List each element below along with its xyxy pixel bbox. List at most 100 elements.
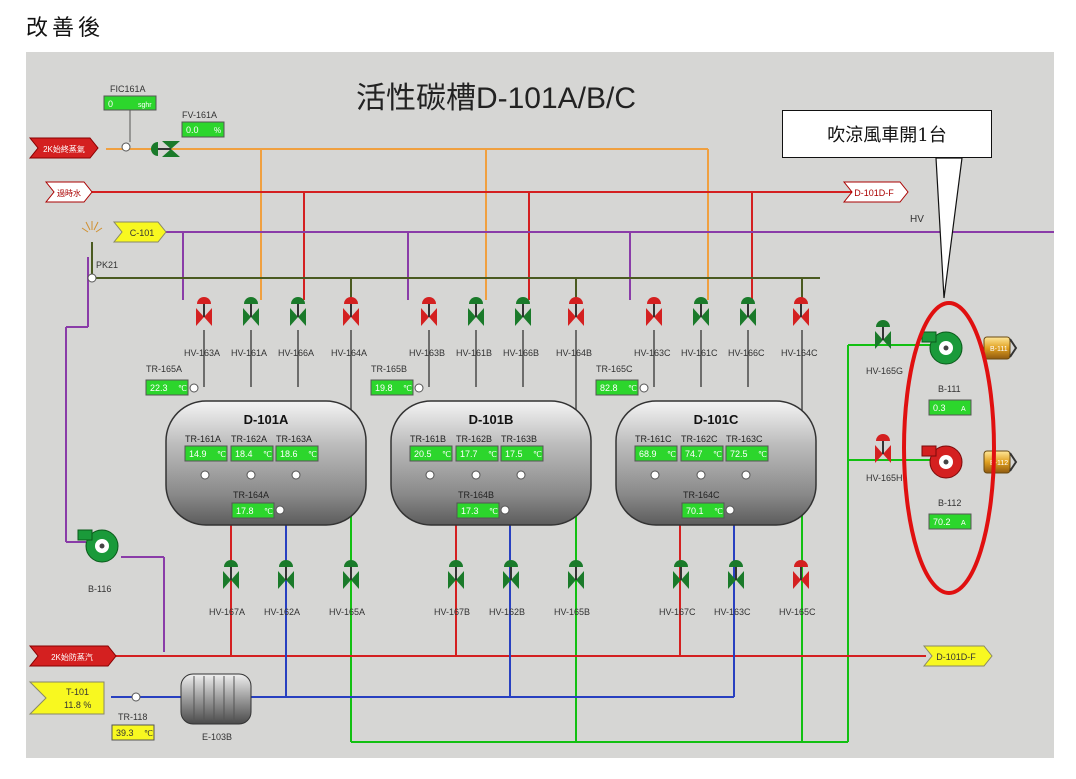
tr-tag: TR-161B xyxy=(410,434,446,444)
tr-value: 17.7 xyxy=(460,449,478,459)
tr-unit: ℃ xyxy=(217,450,226,459)
valve-hv-166a[interactable] xyxy=(290,297,306,326)
tr-junction xyxy=(696,470,706,480)
tr164-display[interactable] xyxy=(456,502,500,519)
tr-value: 14.9 xyxy=(189,449,207,459)
tr164-unit: ℃ xyxy=(489,507,498,516)
tr-junction xyxy=(200,470,210,480)
valve-label: HV-162B xyxy=(489,607,525,617)
tr-junction xyxy=(425,470,435,480)
tr-display[interactable] xyxy=(275,445,319,462)
svg-text:D-101D-F: D-101D-F xyxy=(936,652,976,662)
b111-display[interactable] xyxy=(928,399,972,416)
stream-out-top: D-101D-F xyxy=(842,181,909,203)
tr-tag: TR-163A xyxy=(276,434,312,444)
tr-value: 18.6 xyxy=(280,449,298,459)
valve-hv-161b[interactable] xyxy=(468,297,484,326)
b111-fan-icon[interactable] xyxy=(921,331,963,365)
valve-label: HV-164A xyxy=(331,348,367,358)
valve-hv-163c[interactable] xyxy=(646,297,662,326)
tr-display[interactable] xyxy=(230,445,274,462)
valve-hv-161a[interactable] xyxy=(243,297,259,326)
tr164-display[interactable] xyxy=(681,502,725,519)
tr-tag: TR-163B xyxy=(501,434,537,444)
tank-vessel[interactable] xyxy=(165,400,367,526)
stream-t101: T-101 11.8 % xyxy=(28,681,105,715)
stream-in-bottom: 2K始防蒸汽 xyxy=(28,645,117,667)
tr164-junction xyxy=(500,505,510,515)
title: 活性碳槽D-101A/B/C xyxy=(356,82,636,115)
tr165-junction xyxy=(414,383,424,393)
svg-text:D-101D-F: D-101D-F xyxy=(854,188,894,198)
b116-fan-icon[interactable] xyxy=(77,529,119,563)
valve-label: HV-163A xyxy=(184,348,220,358)
tr-value: 74.7 xyxy=(685,449,703,459)
e103b-label: E-103B xyxy=(202,732,232,742)
b112-value: 70.2 xyxy=(933,517,951,527)
svg-text:T-101: T-101 xyxy=(66,687,89,697)
tr164-unit: ℃ xyxy=(714,507,723,516)
tr165-display[interactable] xyxy=(595,379,639,396)
b112-fan-icon[interactable] xyxy=(921,445,963,479)
valve-hv-164b[interactable] xyxy=(568,297,584,326)
tank-name: D-101C xyxy=(694,412,739,427)
tr118-display[interactable] xyxy=(111,724,155,741)
tr-unit: ℃ xyxy=(533,450,542,459)
valve-hv-164a[interactable] xyxy=(343,297,359,326)
tr-junction xyxy=(291,470,301,480)
tr165-tag: TR-165A xyxy=(146,364,182,374)
valve-label: HV-162A xyxy=(264,607,300,617)
tr118-value: 39.3 xyxy=(116,728,134,738)
tr165-value: 19.8 xyxy=(375,383,393,393)
tr164-tag: TR-164A xyxy=(233,490,269,500)
tr-unit: ℃ xyxy=(713,450,722,459)
fv-tag: FV-161A xyxy=(182,110,217,120)
tr-display[interactable] xyxy=(680,445,724,462)
tr165-display[interactable] xyxy=(145,379,189,396)
fv-unit: % xyxy=(214,126,221,135)
tr-display[interactable] xyxy=(455,445,499,462)
e103b-exchanger[interactable] xyxy=(180,673,252,725)
tr165-unit: ℃ xyxy=(178,384,187,393)
valve-label: HV-166C xyxy=(728,348,765,358)
tr-display[interactable] xyxy=(409,445,453,462)
tr-display[interactable] xyxy=(725,445,769,462)
valve-hv-163a[interactable] xyxy=(196,297,212,326)
valve-hv-164c[interactable] xyxy=(793,297,809,326)
tr165-junction xyxy=(639,383,649,393)
valve-hv-163c[interactable] xyxy=(728,560,744,589)
tank-name: D-101B xyxy=(469,412,514,427)
hv-165h-valve[interactable] xyxy=(875,434,891,463)
fic-unit: sghr xyxy=(138,102,152,109)
tr165-display[interactable] xyxy=(370,379,414,396)
tr164-tag: TR-164C xyxy=(683,490,720,500)
tank-vessel[interactable] xyxy=(390,400,592,526)
b112-display[interactable] xyxy=(928,513,972,530)
fv-display[interactable] xyxy=(181,121,225,138)
tr-display[interactable] xyxy=(634,445,678,462)
piping xyxy=(65,148,1054,743)
svg-text:過時水: 過時水 xyxy=(57,188,81,198)
svg-text:11.8 %: 11.8 % xyxy=(64,700,91,710)
tr165-value: 22.3 xyxy=(150,383,168,393)
valve-hv-166c[interactable] xyxy=(740,297,756,326)
valve-label: HV-165C xyxy=(779,607,816,617)
page-caption: 改善後 xyxy=(26,16,105,41)
tr-value: 18.4 xyxy=(235,449,253,459)
tank-vessel[interactable] xyxy=(615,400,817,526)
callout-pointer xyxy=(935,157,963,299)
tr118-tag: TR-118 xyxy=(118,712,147,722)
valve-hv-163b[interactable] xyxy=(421,297,437,326)
svg-text:B-112: B-112 xyxy=(990,460,1008,467)
tr164-display[interactable] xyxy=(231,502,275,519)
tr-display[interactable] xyxy=(184,445,228,462)
valve-hv-166b[interactable] xyxy=(515,297,531,326)
tr118-junction xyxy=(131,692,141,702)
tr-display[interactable] xyxy=(500,445,544,462)
b111-motor-icon: B-111 xyxy=(983,336,1018,360)
valve-label: HV-163C xyxy=(634,348,671,358)
tr-tag: TR-163C xyxy=(726,434,763,444)
valve-hv-161c[interactable] xyxy=(693,297,709,326)
